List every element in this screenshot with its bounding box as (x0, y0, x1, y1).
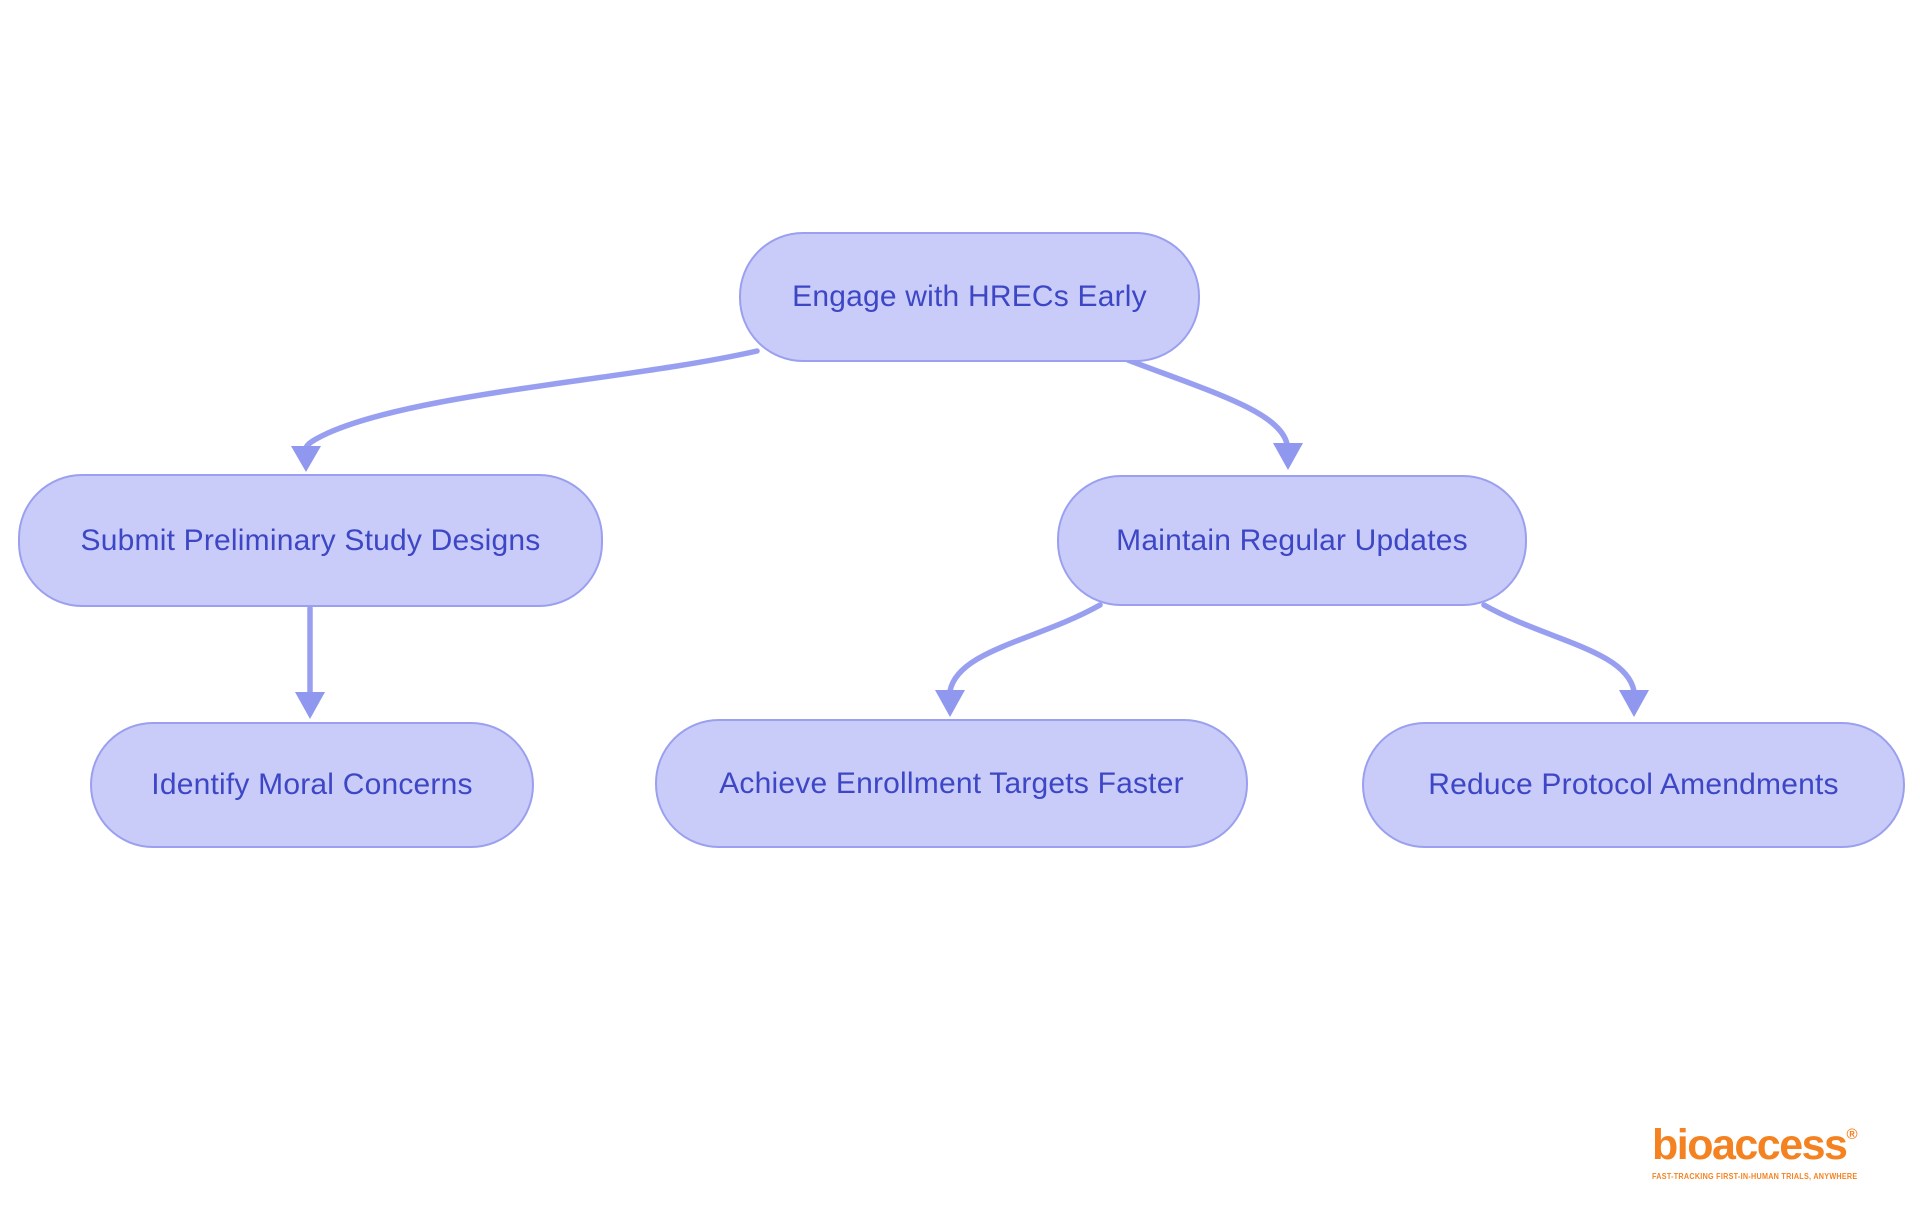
edge-engage-to-maintain (1125, 357, 1290, 447)
edge-maintain-to-achieve (947, 602, 1103, 694)
node-label: Reduce Protocol Amendments (1428, 768, 1839, 801)
flowchart-node-identify-moral-concerns: Identify Moral Concerns (90, 722, 534, 848)
registered-trademark-symbol: ® (1846, 1126, 1858, 1143)
node-label: Submit Preliminary Study Designs (80, 523, 541, 557)
arrowhead-maintain-to-achieve (935, 690, 965, 717)
flowchart-node-reduce-protocol-amendments: Reduce Protocol Amendments (1362, 722, 1905, 848)
logo-text: bioaccess (1652, 1121, 1848, 1169)
bioaccess-logo: bioaccess® FAST-TRACKING FIRST-IN-HUMAN … (1652, 1121, 1892, 1182)
arrowhead-maintain-to-reduce (1619, 690, 1649, 717)
bioaccess-tagline: FAST-TRACKING FIRST-IN-HUMAN TRIALS, ANY… (1652, 1172, 1858, 1182)
flowchart-node-achieve-enrollment-targets-faster: Achieve Enrollment Targets Faster (655, 719, 1248, 848)
flowchart-node-engage-with-hrecs-early: Engage with HRECs Early (739, 232, 1200, 362)
arrowhead-engage-to-submit (291, 446, 321, 472)
flowchart-node-maintain-regular-updates: Maintain Regular Updates (1057, 475, 1527, 606)
node-label: Achieve Enrollment Targets Faster (719, 766, 1184, 800)
edge-maintain-to-reduce (1481, 602, 1637, 694)
bioaccess-wordmark: bioaccess® (1652, 1121, 1892, 1169)
node-label: Engage with HRECs Early (792, 280, 1147, 313)
edge-engage-to-submit (303, 348, 760, 451)
node-label: Identify Moral Concerns (151, 768, 473, 801)
flowchart-node-submit-preliminary-study-designs: Submit Preliminary Study Designs (18, 474, 603, 607)
arrowhead-engage-to-maintain (1273, 443, 1303, 470)
arrowhead-submit-to-identify (295, 692, 325, 719)
node-label: Maintain Regular Updates (1116, 523, 1468, 557)
